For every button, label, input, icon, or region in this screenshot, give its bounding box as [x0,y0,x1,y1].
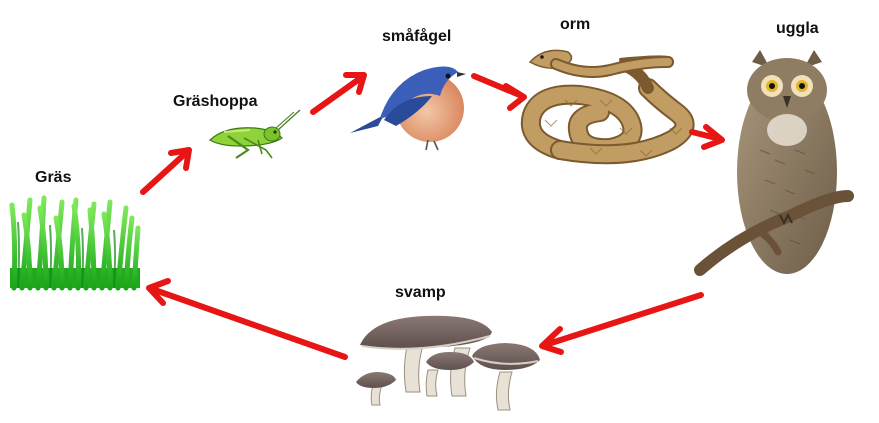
arrows [140,72,725,360]
mushroom-icon [356,315,540,411]
arrow-fungus-to-grass [146,278,348,360]
label-owl: uggla [776,20,819,37]
label-grass: Gräs [35,169,72,186]
arrow-grass-to-grasshopper [140,147,192,195]
arrow-grasshopper-to-bird [310,72,367,115]
grasshopper-icon [209,109,301,159]
label-small-bird: småfågel [382,28,452,45]
label-grasshopper: Gräshoppa [173,93,258,110]
arrow-owl-to-fungus [539,292,704,355]
grass-icon [9,195,141,291]
bird-icon [350,66,466,151]
snake-icon [520,49,695,165]
label-snake: orm [560,16,591,33]
owl-icon [694,50,854,276]
arrow-bird-to-snake [471,73,527,111]
label-fungus: svamp [395,284,446,301]
arrow-snake-to-owl [689,124,725,150]
